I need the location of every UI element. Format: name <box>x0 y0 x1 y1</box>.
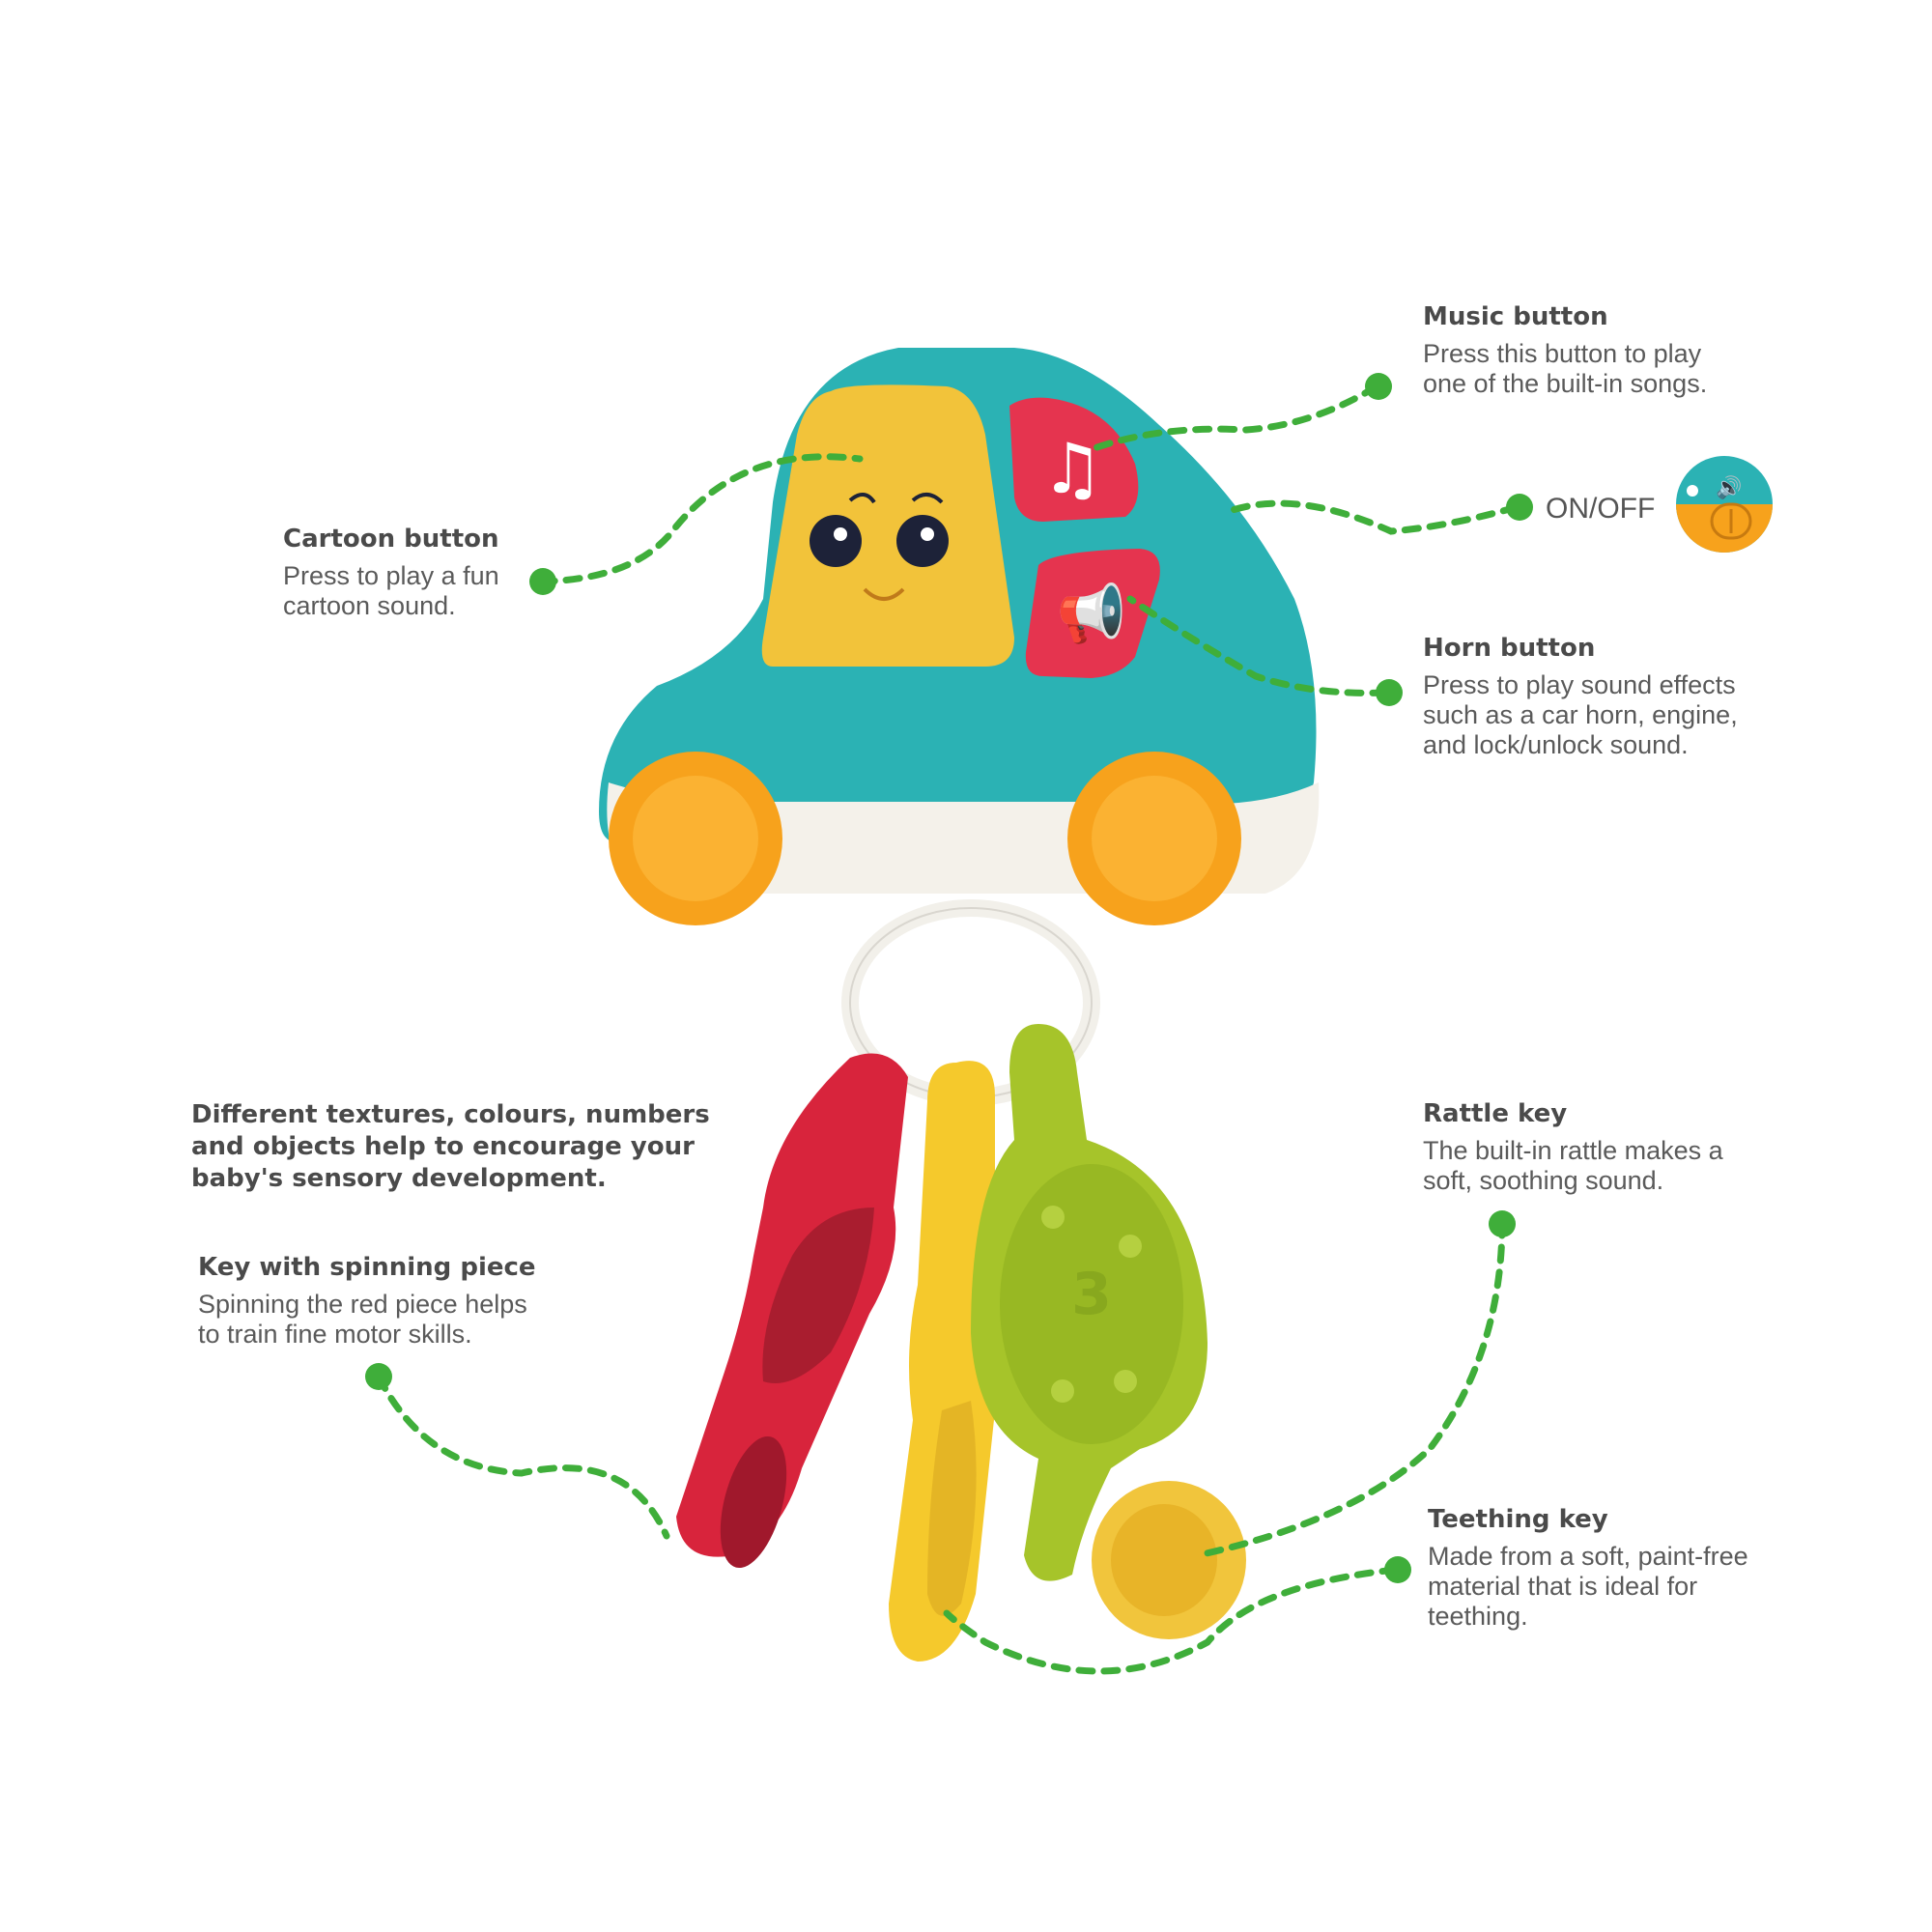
teething-key-desc-2: material that is ideal for <box>1428 1572 1698 1601</box>
horn-button-desc-3: and lock/unlock sound. <box>1423 730 1689 759</box>
megaphone-icon: 📢 <box>1057 581 1126 647</box>
spinning-key-callout: Key with spinning piece Spinning the red… <box>198 1253 536 1350</box>
on-off-switch-illustration: 🔊 <box>1676 456 1773 553</box>
spinning-piece <box>720 1435 787 1569</box>
music-button-desc-1: Press this button to play <box>1423 339 1702 368</box>
cartoon-button-desc-1: Press to play a fun <box>283 561 499 590</box>
horn-button[interactable]: 📢 <box>1025 549 1160 678</box>
music-leader <box>1088 383 1380 453</box>
yellow-key <box>889 1061 1005 1662</box>
music-button-callout: Music button Press this button to play o… <box>1423 302 1707 399</box>
red-key-with-spinning-piece <box>676 1053 908 1569</box>
cartoon-leader <box>537 453 864 585</box>
horn-button-title: Horn button <box>1423 634 1596 663</box>
number-3-icon: 3 <box>1071 1261 1112 1328</box>
sensory-note: Different textures, colours, numbers and… <box>191 1099 710 1195</box>
spinning-leader <box>375 1373 670 1540</box>
music-button-title: Music button <box>1423 302 1608 331</box>
rattle-leader <box>1194 1218 1506 1559</box>
teething-key-callout: Teething key Made from a soft, paint-fre… <box>1428 1505 1748 1632</box>
cartoon-button-title: Cartoon button <box>283 525 499 554</box>
teething-leader <box>943 1566 1400 1675</box>
onoff-leader <box>1223 499 1520 535</box>
cartoon-button-callout: Cartoon button Press to play a fun carto… <box>283 525 499 621</box>
teething-key-title: Teething key <box>1428 1505 1608 1534</box>
spinning-key-desc-1: Spinning the red piece helps <box>198 1290 527 1319</box>
horn-button-callout: Horn button Press to play sound effects … <box>1423 634 1738 760</box>
horn-button-desc-1: Press to play sound effects <box>1423 670 1736 699</box>
green-rattle-key: 3 <box>971 1024 1208 1581</box>
rattle-key-title: Rattle key <box>1423 1099 1568 1128</box>
sensory-line-3: baby's sensory development. <box>191 1164 607 1193</box>
spinning-key-title: Key with spinning piece <box>198 1253 536 1282</box>
leader-lines <box>375 383 1520 1675</box>
rattle-key-desc-2: soft, soothing sound. <box>1423 1166 1664 1195</box>
leader-dots <box>365 373 1533 1583</box>
spinning-key-desc-2: to train fine motor skills. <box>198 1320 472 1349</box>
music-button-desc-2: one of the built-in songs. <box>1423 369 1708 398</box>
music-button[interactable]: ♫ <box>1009 397 1139 522</box>
music-note-icon: ♫ <box>1041 428 1104 509</box>
horn-leader <box>1126 595 1390 696</box>
sensory-line-1: Different textures, colours, numbers <box>191 1100 710 1129</box>
sensory-line-2: and objects help to encourage your <box>191 1132 695 1161</box>
on-off-label: ON/OFF <box>1546 493 1656 525</box>
teething-key-desc-3: teething. <box>1428 1602 1528 1631</box>
teething-key-desc-1: Made from a soft, paint-free <box>1428 1542 1748 1571</box>
horn-button-desc-2: such as a car horn, engine, <box>1423 700 1738 729</box>
cartoon-button-desc-2: cartoon sound. <box>283 591 456 620</box>
rattle-key-desc-1: The built-in rattle makes a <box>1423 1136 1723 1165</box>
rattle-key-callout: Rattle key The built-in rattle makes a s… <box>1423 1099 1723 1196</box>
speaker-icon: 🔊 <box>1716 474 1742 500</box>
cartoon-button[interactable] <box>761 384 1014 667</box>
